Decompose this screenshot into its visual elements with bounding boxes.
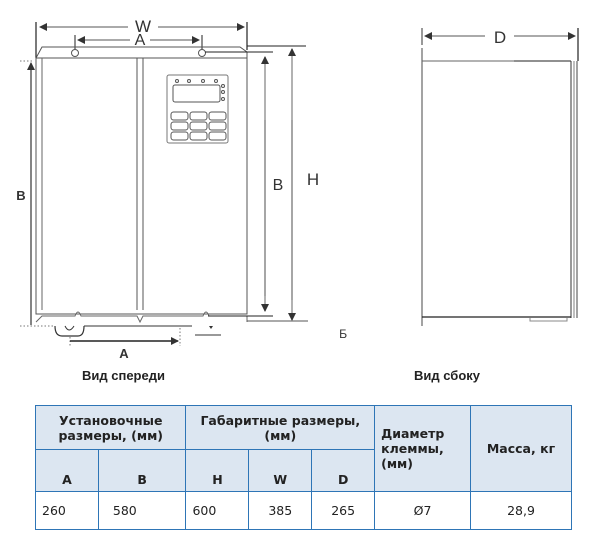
keypad-buttons [170, 111, 227, 141]
cell-b: 580 [97, 491, 187, 530]
cell-h: 600 [185, 491, 250, 530]
subheader-w: W [248, 449, 313, 492]
w-label: W [135, 17, 151, 36]
a-top-label: A [135, 32, 146, 49]
stray-mark: Ƃ [339, 327, 347, 341]
led-indicator-3 [201, 79, 205, 83]
chassis-bottom-rail [35, 311, 248, 324]
header-mass: Масса, кг [469, 405, 573, 492]
subheader-d: D [311, 449, 376, 492]
keypad-button [170, 121, 189, 131]
keypad-button [170, 111, 189, 121]
stray-arrow-tick [209, 326, 213, 329]
led-side-1 [221, 84, 225, 88]
header-mounting-dimensions: Установочные размеры, (мм) [34, 405, 187, 450]
subheader-h: H [185, 449, 250, 492]
table-row: 260 580 600 385 265 Ø7 28,9 [35, 491, 573, 530]
subheader-b: B [97, 449, 187, 492]
side-view: D [421, 28, 579, 326]
keypad-button [208, 121, 227, 131]
led-indicator-4 [214, 79, 218, 83]
spec-table: Установочные размеры, (мм) Габаритные ра… [34, 405, 573, 530]
keypad-button [208, 131, 227, 141]
keypad-button [170, 131, 189, 141]
dimension-drawing: W A B [16, 17, 579, 361]
b-left-label: B [16, 188, 25, 203]
lcd-display [172, 84, 221, 103]
mount-foot-slot [64, 325, 75, 331]
cell-a: 260 [35, 491, 99, 530]
front-view: W A B [16, 17, 319, 361]
mount-hole-left [71, 49, 79, 57]
keypad-button [189, 131, 208, 141]
cell-d: 265 [311, 491, 376, 530]
subheader-a: A [35, 449, 99, 492]
header-terminal-diameter: Диаметр клеммы, (мм) [374, 405, 471, 492]
led-indicator-1 [175, 79, 179, 83]
h-label: H [307, 170, 319, 189]
keypad-button [208, 111, 227, 121]
keypad-panel [166, 74, 229, 144]
cell-mass: 28,9 [469, 491, 573, 530]
mount-hole-right [198, 49, 206, 57]
front-view-caption: Вид спереди [82, 368, 165, 383]
keypad-button [189, 121, 208, 131]
a-bottom-label: A [119, 346, 129, 361]
b-right-label: B [273, 177, 284, 194]
led-side-2 [221, 90, 225, 94]
side-view-caption: Вид сбоку [414, 368, 481, 383]
led-side-3 [221, 97, 225, 101]
keypad-button [189, 111, 208, 121]
led-indicator-2 [187, 79, 191, 83]
side-foot [529, 318, 568, 322]
d-label: D [494, 28, 506, 47]
cell-terminal-diameter: Ø7 [374, 491, 471, 530]
header-overall-dimensions: Габаритные размеры, (мм) [185, 405, 376, 450]
chassis-top-bevel [35, 46, 248, 59]
cell-w: 385 [248, 491, 313, 530]
mount-foot [54, 325, 85, 337]
